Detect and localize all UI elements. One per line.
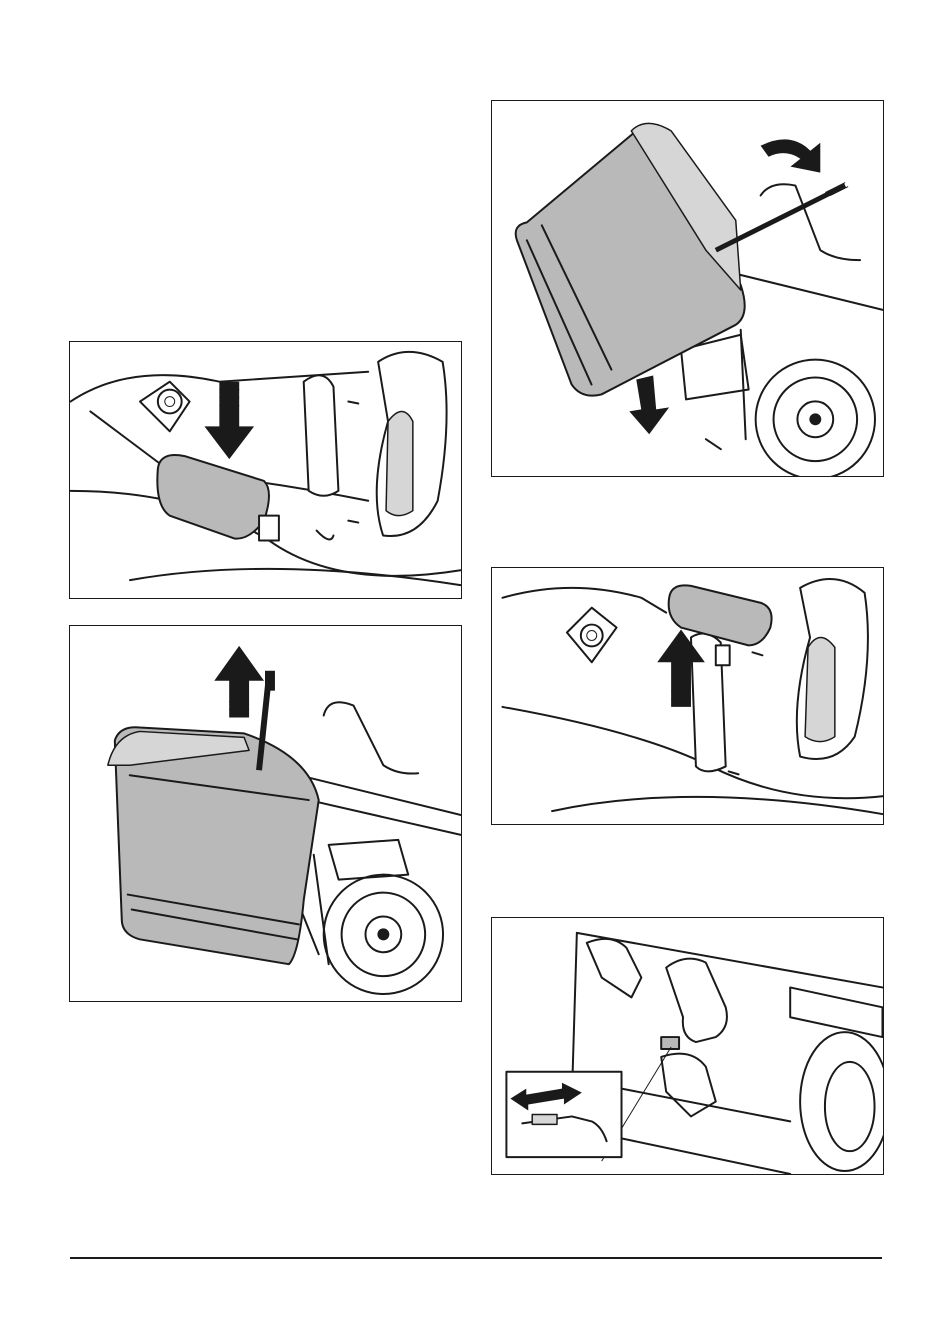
hitch-bracket-icon bbox=[666, 959, 727, 1042]
figure-lift-rod bbox=[69, 625, 462, 1002]
tilt-collector-illustration bbox=[492, 101, 883, 476]
figure-hitch-bracket bbox=[491, 917, 884, 1175]
figure-pedal-up bbox=[491, 567, 884, 825]
down-arrow-icon bbox=[204, 382, 254, 459]
lift-rod-illustration bbox=[70, 626, 461, 1001]
pedal-up-illustration bbox=[492, 568, 883, 824]
up-arrow-icon bbox=[214, 646, 264, 718]
pedal-icon bbox=[157, 455, 269, 539]
pedal-down-illustration bbox=[70, 342, 461, 598]
lever-icon bbox=[716, 186, 845, 251]
down-arrow-icon bbox=[629, 376, 669, 435]
collector-bag-icon bbox=[516, 126, 745, 396]
pin-icon bbox=[661, 1037, 679, 1049]
figure-pedal-down bbox=[69, 341, 462, 599]
footer-rule bbox=[70, 1257, 882, 1259]
figure-tilt-collector bbox=[491, 100, 884, 477]
hitch-bracket-illustration bbox=[492, 918, 883, 1174]
curved-arrow-icon bbox=[761, 139, 821, 172]
